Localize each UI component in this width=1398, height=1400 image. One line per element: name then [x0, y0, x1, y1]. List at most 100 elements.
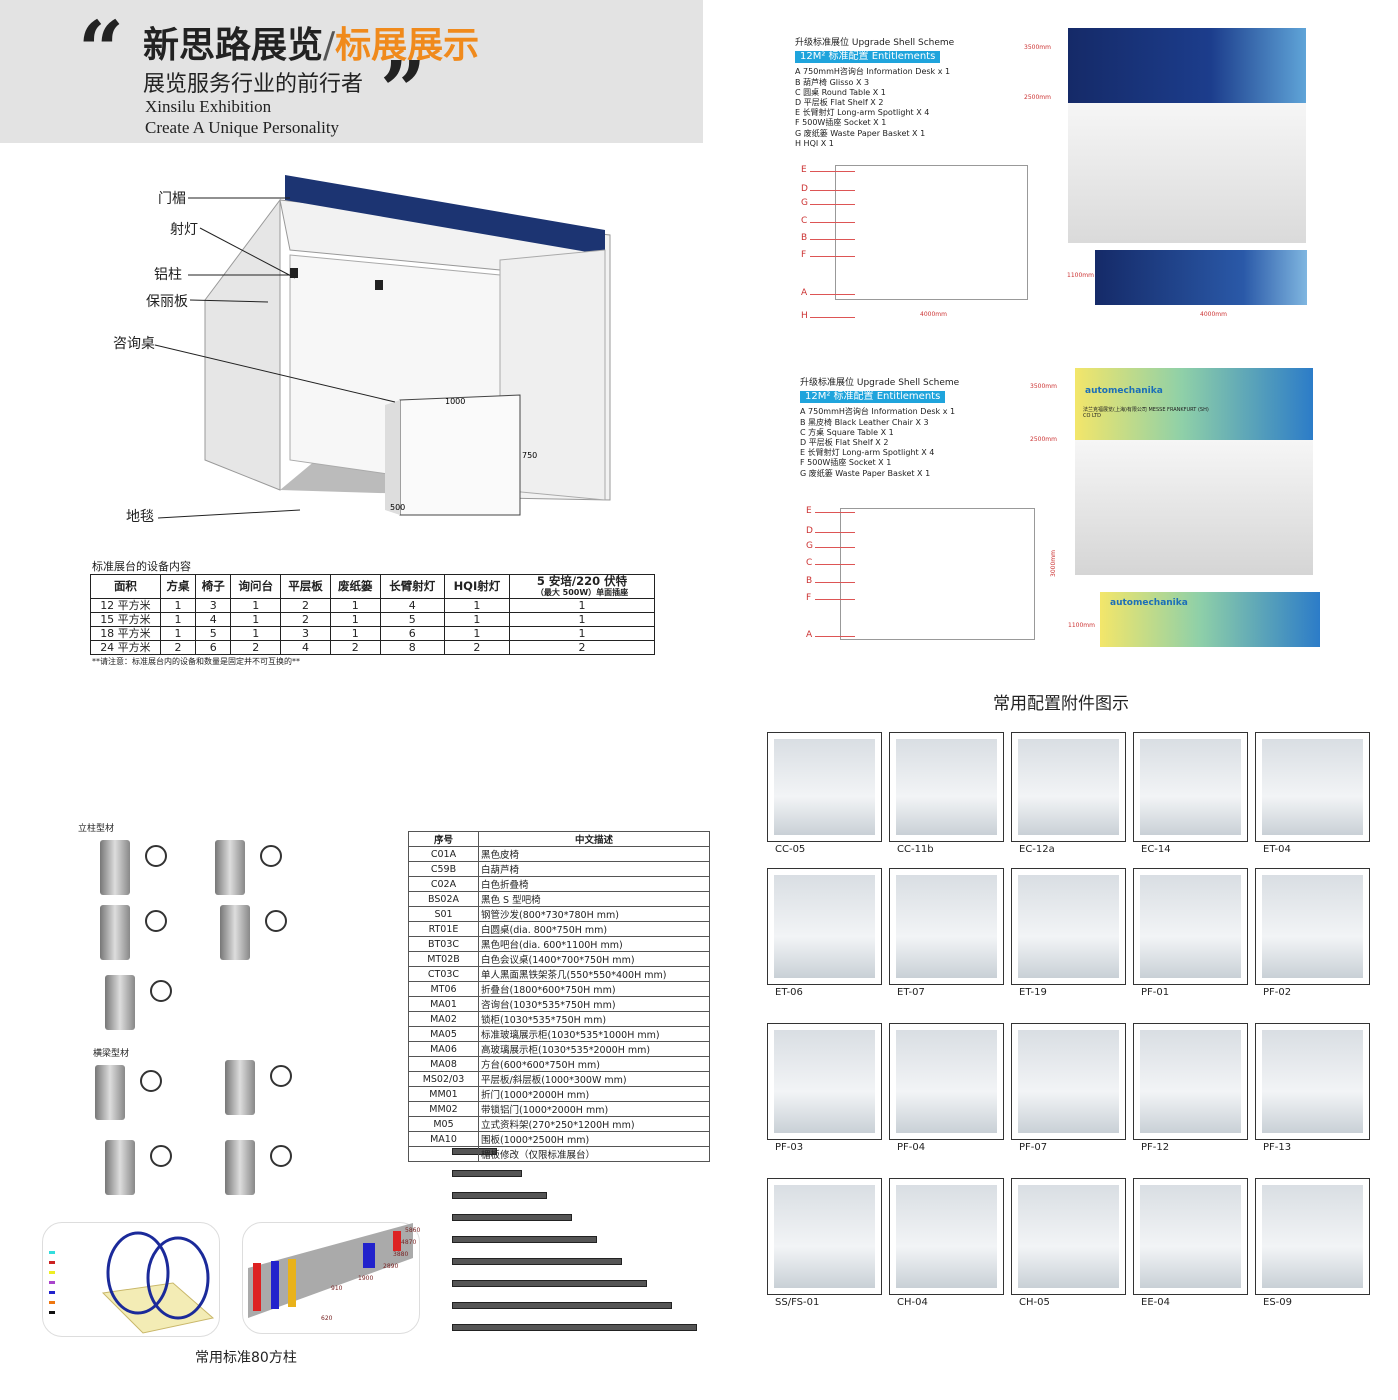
scheme1-fascia-banner [1095, 250, 1307, 305]
code-cell: MM01 [408, 1086, 479, 1102]
accessory-item[interactable] [767, 1023, 882, 1140]
accessory-item[interactable] [1011, 732, 1126, 842]
accessory-item[interactable] [1255, 1178, 1370, 1295]
accessory-item[interactable] [1011, 1023, 1126, 1140]
column-header: 序号 [408, 831, 479, 847]
accessory-image [774, 1030, 875, 1133]
accessory-item[interactable] [889, 868, 1004, 985]
profile-section-image [220, 905, 250, 960]
accessory-image [1262, 739, 1363, 835]
title-slash: / [323, 25, 336, 66]
column-length-label: 4870 [401, 1239, 417, 1246]
description-cell: 白葫芦椅 [478, 861, 710, 877]
accessory-item[interactable] [767, 732, 882, 842]
dim-label: 2500mm [1024, 94, 1051, 101]
entitlement-item: F 500W插座 Socket X 1 [800, 458, 892, 468]
accessory-item[interactable] [1011, 1178, 1126, 1295]
table-cell: 3 [195, 598, 232, 613]
table-cell: 1 [509, 598, 655, 613]
table-cell: 1 [509, 626, 655, 641]
spotlight-icon [375, 280, 383, 290]
profile-section-image [105, 1140, 135, 1195]
booth-illustration: 1000 750 500 [204, 175, 611, 516]
beam-profile-label: 横梁型材 [93, 1049, 130, 1059]
equipment-title: 标准展台的设备内容 [92, 560, 191, 573]
description-cell: 黑色 S 型吧椅 [478, 891, 710, 907]
plan-marker-label: C [801, 216, 808, 226]
accessory-item[interactable] [1255, 1023, 1370, 1140]
table-cell: 2 [230, 640, 282, 655]
plan-leader-line [815, 599, 855, 600]
entitlement-item: C 方桌 Square Table X 1 [800, 427, 894, 437]
column-header-text: 5 安培/220 伏特 [536, 574, 628, 588]
brand-logo-text: automechanika [1110, 598, 1188, 608]
accessory-item[interactable] [1133, 868, 1248, 985]
accessory-item[interactable] [767, 1178, 882, 1295]
entitlement-item: F 500W插座 Socket X 1 [795, 118, 887, 128]
accessory-item[interactable] [1011, 868, 1126, 985]
plan-leader-line [810, 294, 855, 295]
accessory-item[interactable] [1255, 732, 1370, 842]
plan-leader-line [815, 547, 855, 548]
beam-length-bar [452, 1258, 622, 1265]
column-header-text: 面积 [113, 579, 137, 593]
plan-leader-line [810, 239, 855, 240]
accessory-item[interactable] [889, 732, 1004, 842]
accessory-code: PF-13 [1263, 1142, 1292, 1153]
plan-leader-line [815, 564, 855, 565]
column-length-label: 2890 [383, 1263, 399, 1270]
plan-marker-label: F [806, 593, 812, 603]
code-cell: M05 [408, 1116, 479, 1132]
accessory-item[interactable] [1133, 1178, 1248, 1295]
scheme2-title: 升级标准展位 Upgrade Shell Scheme [800, 378, 960, 388]
profile-section-image [95, 1065, 125, 1120]
description-cell: 标准玻璃展示柜(1030*535*1000H mm) [478, 1026, 710, 1042]
profile-section-image [215, 840, 245, 895]
code-cell: MA05 [408, 1026, 479, 1042]
accessory-item[interactable] [767, 868, 882, 985]
accessory-item[interactable] [1133, 732, 1248, 842]
accessory-code: SS/FS-01 [775, 1297, 820, 1308]
profile-cross-section-icon [140, 1070, 162, 1092]
table-cell: 2 [159, 640, 197, 655]
dim-label: 1100mm [1067, 272, 1094, 279]
table-cell: 24 平方米 [90, 640, 161, 655]
accessory-image [774, 875, 875, 978]
code-cell: C59B [408, 861, 479, 877]
table-cell: 5 [195, 626, 232, 641]
entitlement-item: E 长臂射灯 Long-arm Spotlight X 4 [800, 448, 935, 458]
table-cell: 2 [280, 598, 331, 613]
profile-cross-section-icon [145, 845, 167, 867]
label-panel: 保丽板 [146, 294, 188, 310]
profile-section-image [225, 1060, 255, 1115]
column-length-label: 910 [331, 1285, 343, 1292]
accessory-code: PF-01 [1141, 987, 1170, 998]
beam-length-bar [452, 1280, 647, 1287]
accessory-item[interactable] [1255, 868, 1370, 985]
plan-leader-line [810, 204, 855, 205]
plan-leader-line [810, 171, 855, 172]
accessory-image [896, 739, 997, 835]
accessory-item[interactable] [889, 1023, 1004, 1140]
column-header-text: HQI射灯 [453, 579, 501, 593]
table-row: 楣板修改（仅限标准展台） [408, 1146, 710, 1162]
accessory-code: PF-03 [775, 1142, 804, 1153]
booth-leader-lines [154, 197, 396, 519]
brand-subtitle: 法兰克福展览(上海)有限公司 MESSE FRANKFURT (SH) CO L… [1083, 407, 1209, 419]
profile-cross-section-icon [270, 1145, 292, 1167]
plan-marker-label: E [801, 165, 807, 175]
description-cell: 黑色皮椅 [478, 846, 710, 862]
plan-marker-label: H [801, 311, 808, 321]
accessory-code: EC-12a [1019, 844, 1055, 855]
accessory-item[interactable] [1133, 1023, 1248, 1140]
slogan: 展览服务行业的前行者 [143, 72, 364, 97]
description-cell: 钢管沙发(800*730*780H mm) [478, 906, 710, 922]
accessory-item[interactable] [889, 1178, 1004, 1295]
table-cell: 6 [195, 640, 232, 655]
